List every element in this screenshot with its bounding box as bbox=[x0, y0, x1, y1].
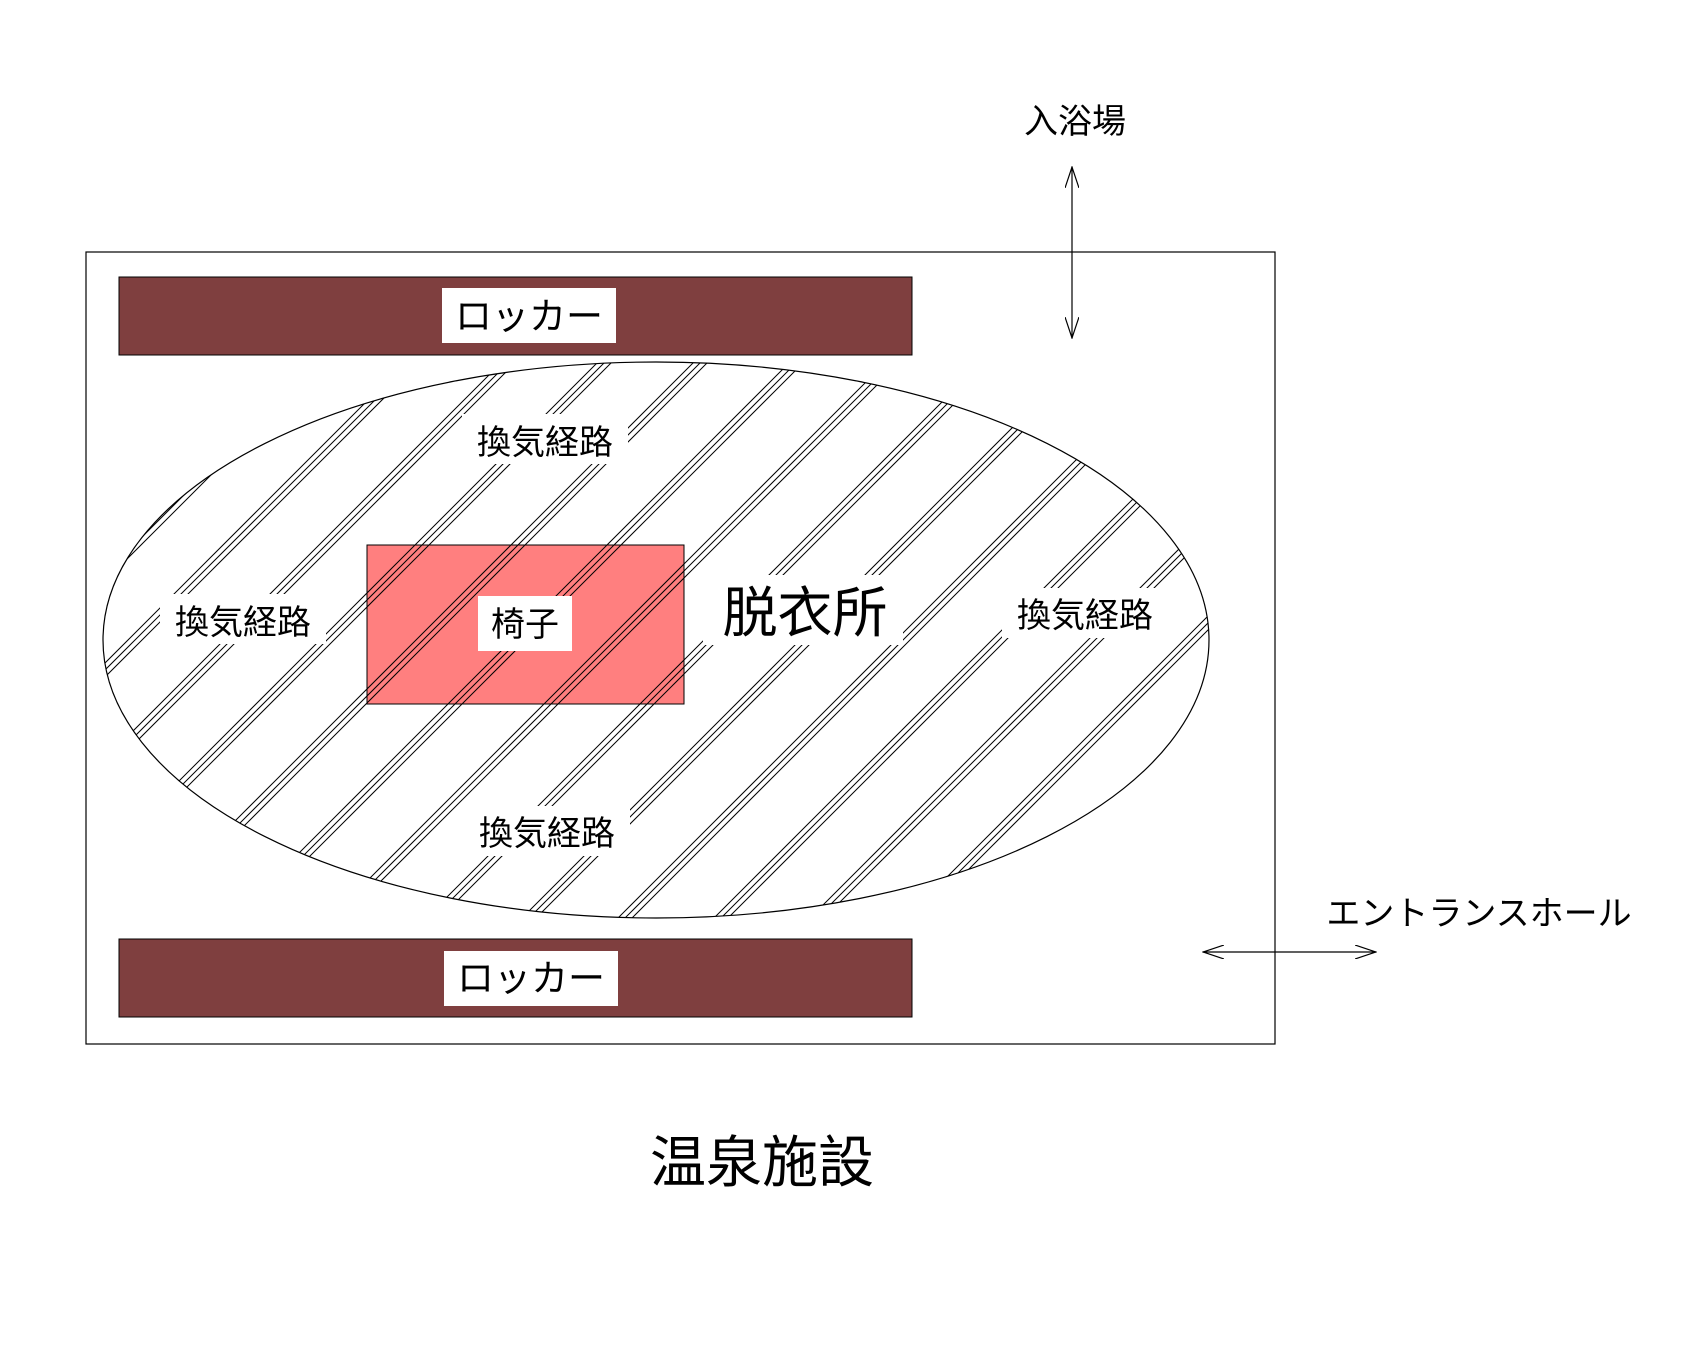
ventilation-zone-outline bbox=[102, 361, 1210, 919]
hatch-line bbox=[787, 362, 1209, 918]
room-name-bg bbox=[703, 575, 903, 645]
locker-bottom-label: ロッカー bbox=[457, 957, 605, 1000]
chair-label-bg bbox=[478, 596, 572, 651]
hatch-line bbox=[103, 362, 436, 918]
hatch-line bbox=[897, 362, 1209, 918]
ventilation-label-left: 換気経路 bbox=[160, 594, 326, 644]
ventilation-label-right-bg bbox=[1002, 588, 1168, 638]
ventilation-label-bottom-text: 換気経路 bbox=[479, 814, 615, 854]
hatch-line bbox=[557, 577, 684, 704]
locker-bottom-label-bg bbox=[444, 951, 618, 1006]
changing-room-boundary bbox=[85, 251, 1276, 1045]
ventilation-label-top-bg bbox=[462, 414, 628, 464]
ventilation-label-top: 換気経路 bbox=[462, 414, 628, 464]
hatch-line bbox=[543, 563, 684, 704]
hatch-line bbox=[367, 545, 519, 697]
hatch-line bbox=[550, 570, 684, 704]
chair-label: 椅子 bbox=[491, 605, 559, 645]
ventilation-label-right-text: 換気経路 bbox=[1017, 596, 1153, 636]
ventilation-label-bottom-bg bbox=[464, 806, 630, 856]
ventilation-label-top-text: 換気経路 bbox=[477, 423, 613, 463]
hatch-line bbox=[103, 362, 443, 918]
hatch-line bbox=[801, 362, 1209, 918]
bath-connection-label: 入浴場 bbox=[1024, 102, 1126, 142]
entrance-connection-label: エントランスホール bbox=[1326, 894, 1631, 934]
hatch-line bbox=[794, 362, 1209, 918]
ventilation-label-left-text: 換気経路 bbox=[175, 603, 311, 643]
ventilation-label-bottom: 換気経路 bbox=[464, 806, 630, 856]
ventilation-label-right: 換気経路 bbox=[1002, 588, 1168, 638]
hatch-line bbox=[883, 362, 1209, 918]
ventilation-label-left-bg bbox=[160, 594, 326, 644]
diagram-title: 温泉施設 bbox=[650, 1131, 874, 1196]
hatch-line bbox=[367, 545, 526, 704]
locker-top: ロッカー bbox=[118, 276, 913, 356]
locker-bottom: ロッカー bbox=[118, 938, 913, 1018]
room-name: 脱衣所 bbox=[722, 581, 887, 645]
hatch-line bbox=[367, 545, 512, 690]
locker-top-label-bg bbox=[442, 288, 616, 343]
hatch-line bbox=[890, 362, 1209, 918]
locker-top-label: ロッカー bbox=[455, 295, 603, 338]
hatch-line bbox=[103, 362, 429, 918]
